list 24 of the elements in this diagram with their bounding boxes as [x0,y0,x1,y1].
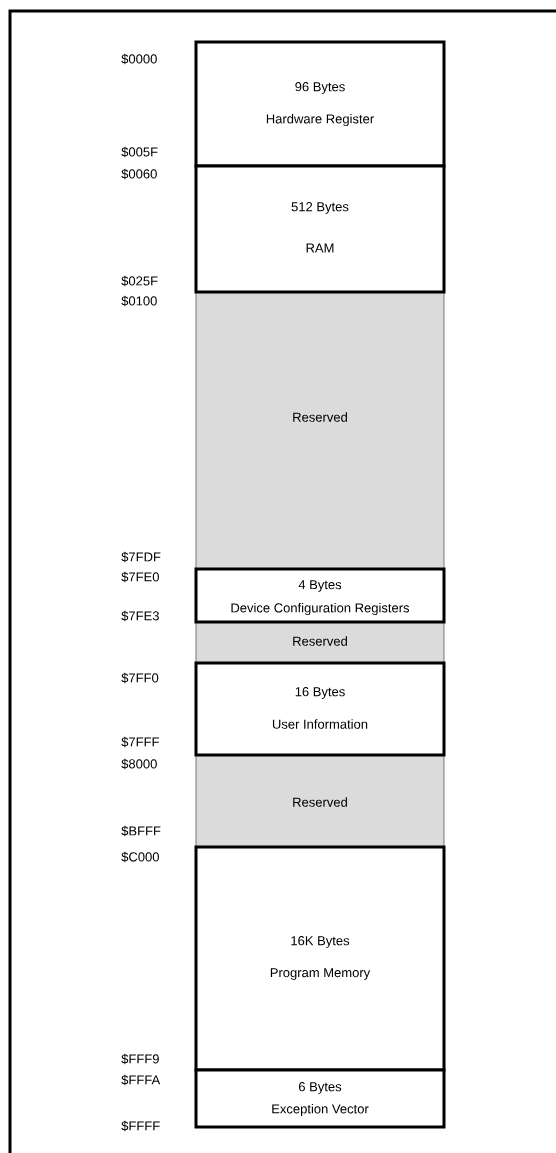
reserved-block: Reserved [195,754,445,848]
memory-block: 16 Bytes User Information [194,661,446,757]
address-label: $FFFA [121,1074,161,1086]
address-label: $7FF0 [121,672,159,684]
address-label: $8000 [121,758,157,770]
memory-block: 4 Bytes Device Configuration Registers [194,567,446,624]
address-label: $7FE0 [121,571,159,583]
address-label: $7FDF [121,551,161,563]
reserved-block: Reserved [195,291,445,570]
address-label: $FFF9 [121,1053,159,1065]
address-label: $C000 [121,851,159,863]
address-label: $0060 [121,168,157,180]
memory-block: 512 Bytes RAM [194,164,446,294]
memory-block: 96 Bytes Hardware Register [194,40,446,168]
address-label: $025F [121,275,158,287]
reserved-block: Reserved [195,621,445,664]
address-label: $7FE3 [121,610,159,622]
address-label: $7FFF [121,736,159,748]
address-label: $005F [121,146,158,158]
address-label: $0000 [121,53,157,65]
memory-block: 6 Bytes Exception Vector [194,1068,446,1129]
address-label: $BFFF [121,825,161,837]
address-label: $FFFF [121,1120,160,1132]
address-label: $0100 [121,295,157,307]
